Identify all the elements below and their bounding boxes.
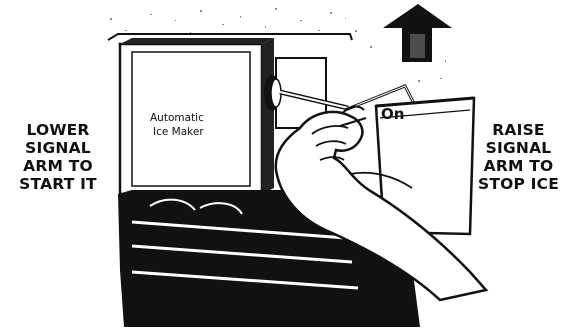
lower-instruction-line: LOWER bbox=[26, 121, 90, 139]
back-edge bbox=[107, 33, 353, 41]
lower-instruction-line: START IT bbox=[19, 175, 97, 193]
lower-instruction-line: ARM TO bbox=[23, 157, 93, 175]
lower-instruction-line: SIGNAL bbox=[25, 139, 91, 157]
lower-instruction: LOWER SIGNAL ARM TO START IT bbox=[2, 121, 114, 193]
tray-ridge-1 bbox=[131, 220, 347, 240]
tray-ridge-2 bbox=[131, 244, 353, 264]
on-label: On bbox=[381, 105, 405, 123]
raise-instruction-line: RAISE bbox=[492, 121, 545, 139]
raise-instruction-line: SIGNAL bbox=[485, 139, 552, 157]
ice-maker-top bbox=[120, 38, 274, 44]
raise-instruction: RAISE SIGNAL ARM TO STOP ICE bbox=[460, 121, 577, 193]
ice-maker-label-line-2: Ice Maker bbox=[153, 126, 204, 138]
tray-ridge-3 bbox=[131, 270, 359, 290]
ice-maker-side bbox=[262, 38, 274, 194]
raise-instruction-line: STOP ICE bbox=[478, 175, 559, 193]
ice-maker-panel bbox=[131, 51, 251, 187]
hand bbox=[274, 105, 489, 302]
knob-face bbox=[270, 78, 282, 108]
shadow-texture bbox=[110, 8, 446, 82]
ice-maker-label-line-1: Automatic bbox=[150, 112, 204, 124]
up-arrow-icon bbox=[383, 4, 452, 62]
raise-instruction-line: ARM TO bbox=[483, 157, 554, 175]
